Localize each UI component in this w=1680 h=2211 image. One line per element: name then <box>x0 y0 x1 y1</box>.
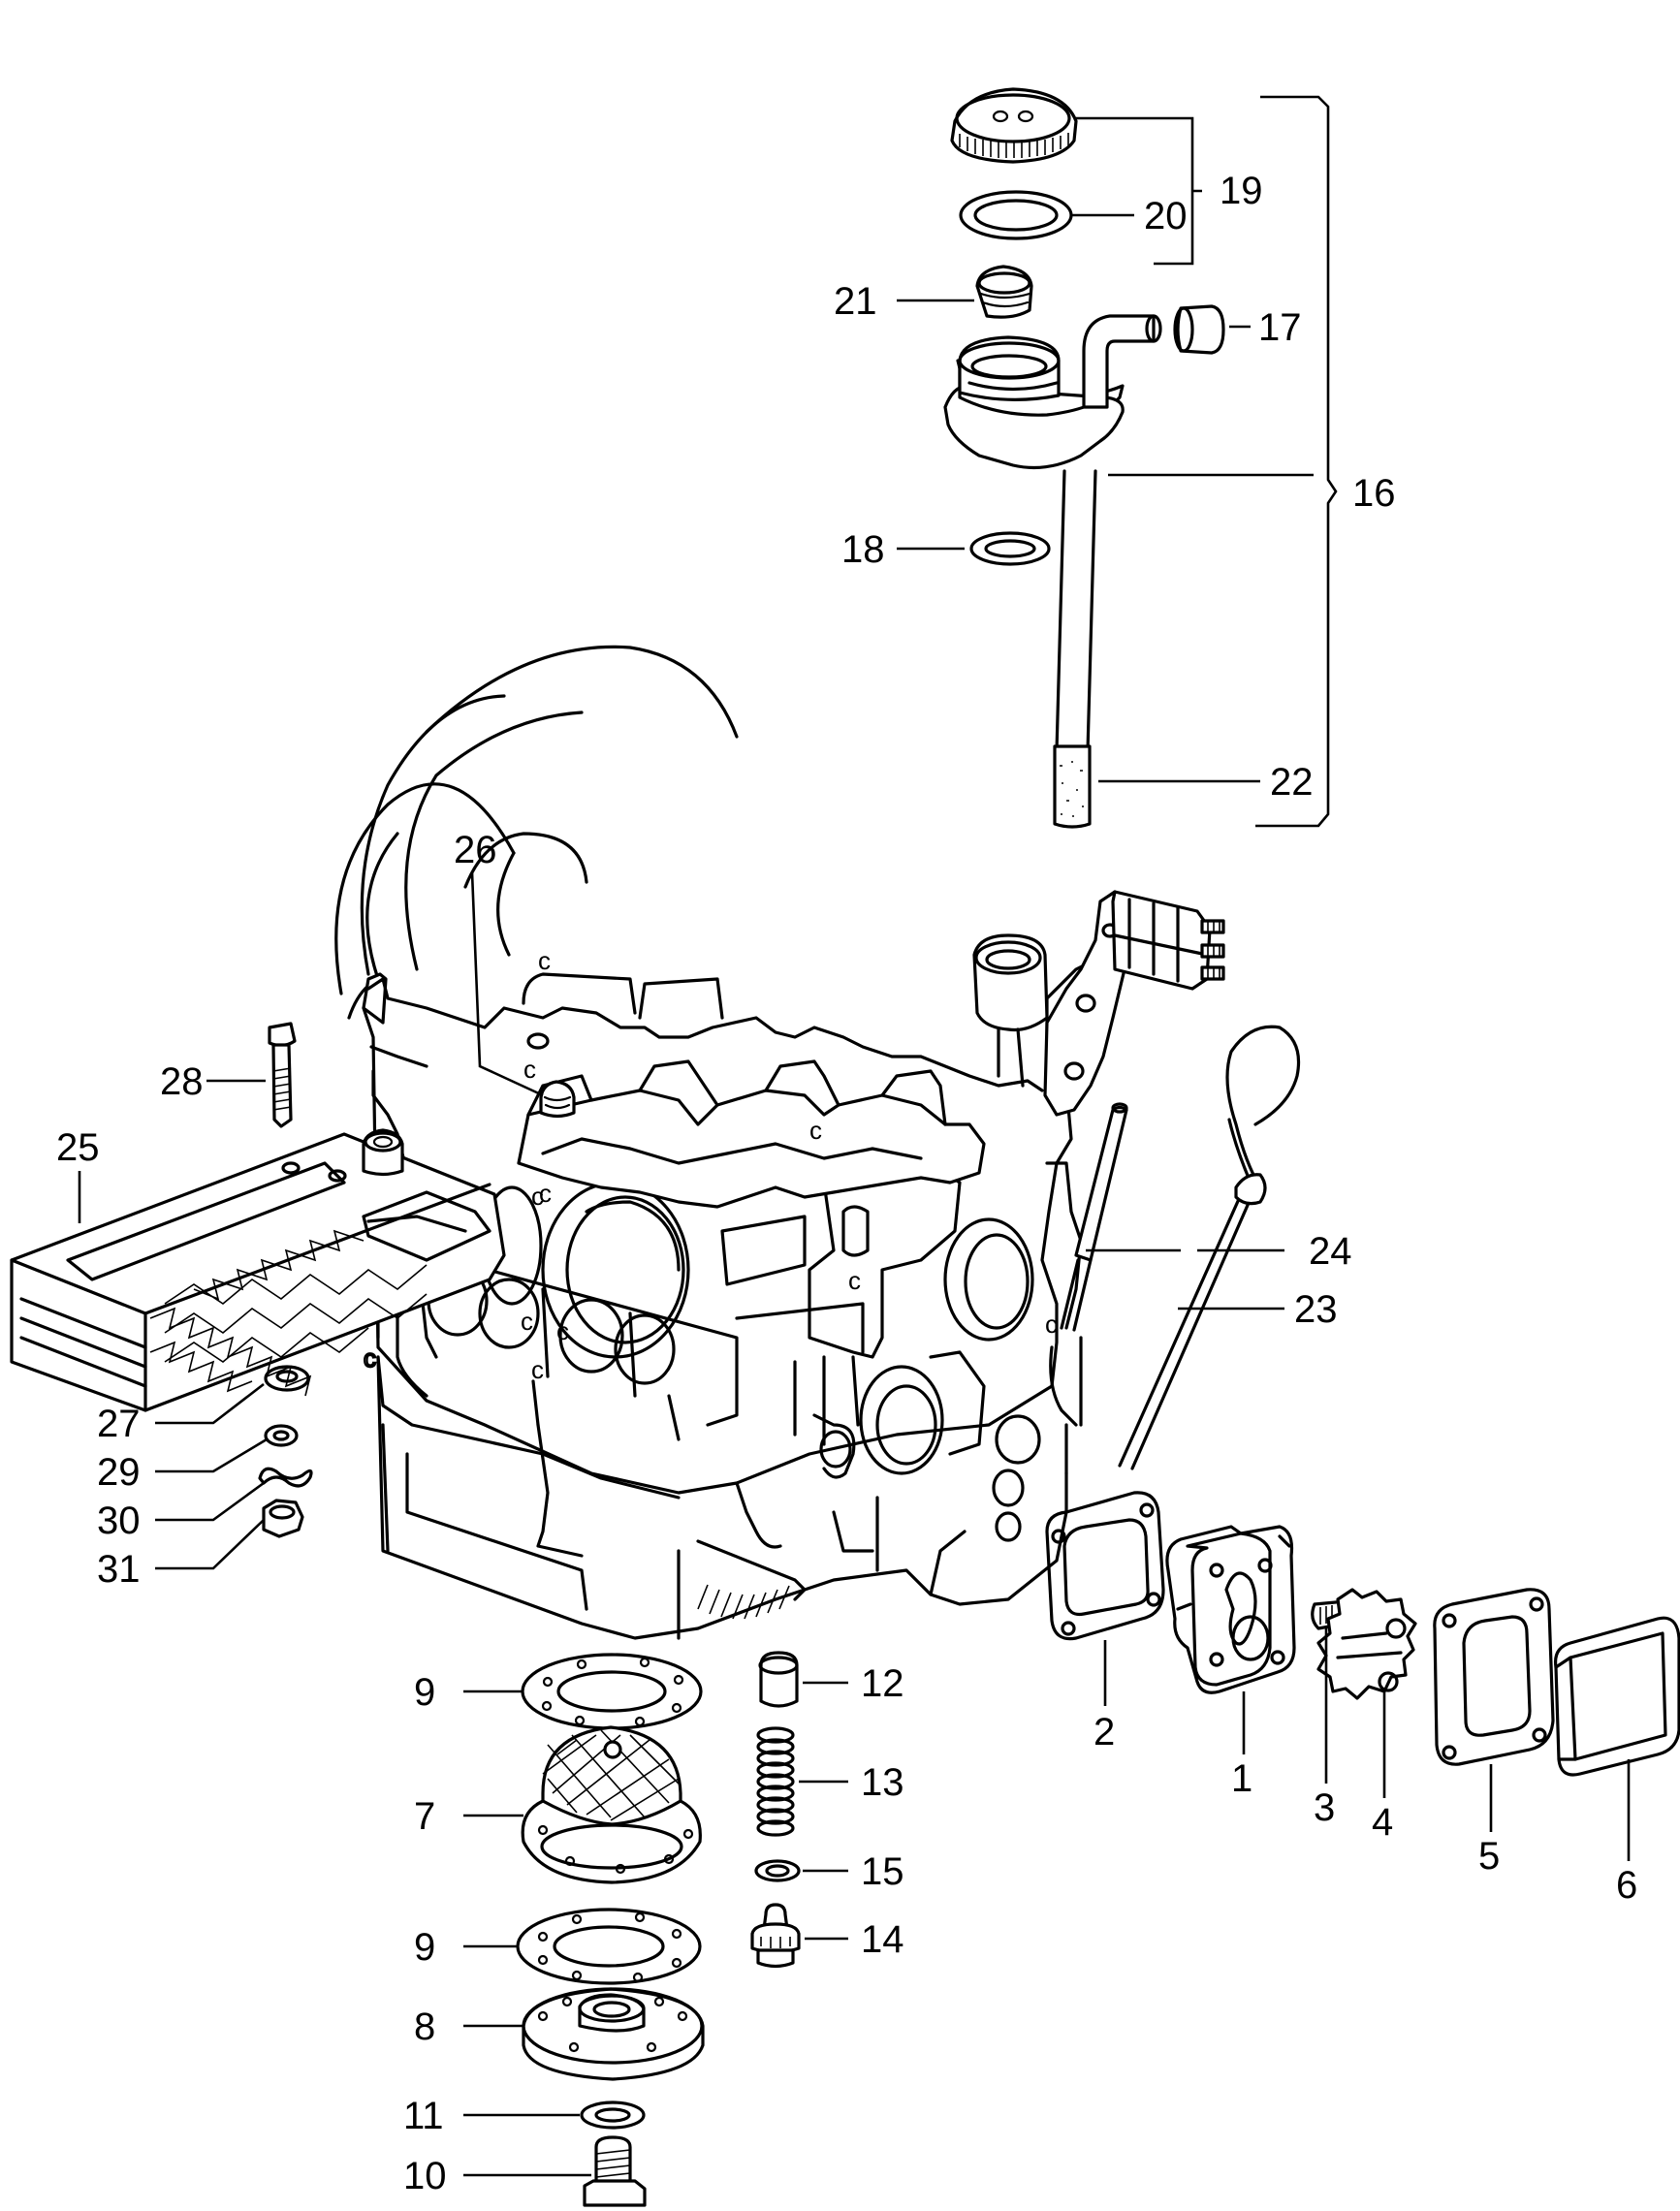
oil-pump-housing <box>1165 1525 1296 1694</box>
callout-22: 22 <box>1270 761 1314 804</box>
callout-25: 25 <box>56 1126 100 1169</box>
svg-text:c: c <box>531 1182 544 1211</box>
oil-filler-cap <box>950 87 1078 164</box>
svg-text:c: c <box>848 1266 861 1295</box>
callout-13: 13 <box>861 1761 904 1804</box>
callout-6: 6 <box>1616 1864 1637 1907</box>
callout-11: 11 <box>403 2095 444 2137</box>
svg-text:c: c <box>809 1116 822 1145</box>
filler-neck <box>943 335 1125 470</box>
drain-plug-10 <box>583 2135 647 2207</box>
crankcase: c c c c c c c c c c c <box>334 645 1225 1640</box>
callout-12: 12 <box>861 1662 904 1705</box>
relief-spring-13 <box>756 1726 795 1837</box>
pump-gears-4 <box>1316 1588 1417 1700</box>
callout-9-upper: 9 <box>414 1671 435 1714</box>
dipstick-guide-tube <box>1060 1102 1128 1332</box>
washer-29 <box>264 1424 299 1447</box>
callout-7: 7 <box>414 1795 435 1838</box>
gasket-9-upper <box>521 1653 703 1730</box>
callout-23: 23 <box>1294 1288 1338 1331</box>
oil-cooler <box>10 1128 506 1412</box>
callout-15: 15 <box>861 1850 904 1893</box>
dipstick-tube <box>1053 469 1097 829</box>
svg-text:c: c <box>521 1307 533 1336</box>
callout-18: 18 <box>841 528 885 571</box>
callout-3: 3 <box>1314 1786 1335 1829</box>
callout-4: 4 <box>1372 1801 1393 1844</box>
dipstick <box>1118 1025 1301 1470</box>
breather-pipe <box>1082 314 1162 409</box>
spring-washer-30 <box>258 1467 313 1488</box>
callout-8: 8 <box>414 2006 435 2048</box>
svg-text:c: c <box>539 1179 552 1208</box>
callout-19: 19 <box>1220 170 1263 212</box>
gasket-9-lower <box>516 1908 702 1985</box>
callout-labels: 1 2 3 4 5 6 7 8 9 9 10 11 12 13 14 15 16… <box>56 170 1637 2197</box>
washer-11 <box>580 2100 646 2130</box>
pump-gasket-2 <box>1045 1491 1165 1641</box>
callout-2: 2 <box>1094 1711 1115 1753</box>
svg-text:c: c <box>538 946 551 975</box>
washer <box>969 531 1051 566</box>
relief-washer-15 <box>754 1859 801 1882</box>
callout-29: 29 <box>97 1451 141 1494</box>
cover-plate-8 <box>522 1987 705 2081</box>
callout-17: 17 <box>1258 306 1302 349</box>
callout-16: 16 <box>1352 472 1396 515</box>
bolt-28 <box>268 1022 297 1128</box>
callout-9-lower: 9 <box>414 1926 435 1969</box>
callout-14: 14 <box>861 1918 904 1961</box>
svg-text:c: c <box>364 1343 376 1373</box>
nut-31 <box>262 1499 304 1538</box>
leader-lines <box>78 95 1631 2177</box>
washer-27 <box>264 1365 310 1392</box>
svg-text:c: c <box>556 1316 569 1345</box>
callout-31: 31 <box>97 1548 141 1591</box>
breather-insert <box>975 265 1033 319</box>
pump-cover-6 <box>1553 1616 1680 1777</box>
callout-5: 5 <box>1478 1835 1500 1878</box>
cap-gasket <box>959 190 1073 240</box>
svg-text:c: c <box>531 1355 544 1384</box>
callout-30: 30 <box>97 1500 141 1542</box>
callout-21: 21 <box>834 280 877 323</box>
breather-cap <box>1173 304 1225 355</box>
relief-piston-12 <box>758 1651 799 1708</box>
callout-28: 28 <box>160 1060 204 1103</box>
svg-text:c: c <box>523 1055 536 1084</box>
relief-plug-14 <box>750 1903 801 1969</box>
cover-gasket-5 <box>1433 1588 1555 1766</box>
callout-1: 1 <box>1231 1757 1252 1800</box>
callout-26: 26 <box>454 829 497 871</box>
callout-20: 20 <box>1144 195 1188 237</box>
callout-24: 24 <box>1309 1230 1352 1273</box>
svg-text:c: c <box>1045 1310 1058 1339</box>
oil-strainer-7 <box>521 1725 702 1884</box>
callout-27: 27 <box>97 1403 141 1445</box>
callout-10: 10 <box>403 2155 447 2197</box>
